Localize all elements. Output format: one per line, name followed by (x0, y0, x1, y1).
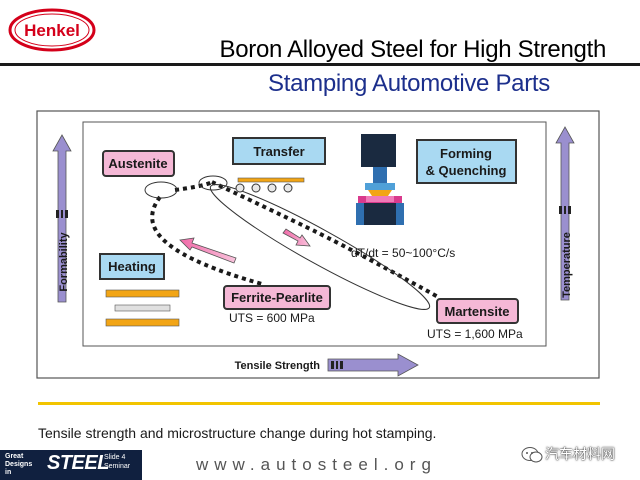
heating-box: Heating (99, 253, 165, 280)
badge-slide-number: Slide 4 (104, 454, 126, 461)
austenite-to-transfer-path (174, 180, 213, 192)
transfer-rollers-icon (235, 177, 305, 193)
footer-url: www.autosteel.org (196, 455, 437, 474)
cooling-direction-arrow (282, 228, 311, 247)
logo-text: Henkel (24, 21, 80, 40)
formability-label: Formability (58, 231, 70, 291)
heating-elements-icon (105, 289, 180, 327)
badge-steel-text: STEEL (47, 452, 109, 474)
badge-seminar-text: Seminar (104, 463, 131, 470)
formability-axis-arrow (52, 134, 72, 303)
slide-footer: Great Designs in STEEL Slide 4 Seminar w… (0, 450, 640, 480)
uts-martensite-label: UTS = 1,600 MPa (427, 327, 523, 341)
badge-designs-text: Designs (5, 461, 33, 468)
heating-direction-arrow (179, 237, 237, 264)
ferrite-pearlite-box: Ferrite-Pearlite (223, 285, 331, 310)
title-divider (0, 63, 640, 66)
badge-in-text: in (5, 469, 12, 476)
transfer-box: Transfer (232, 137, 326, 165)
tensile-strength-label: Tensile Strength (235, 360, 321, 372)
quench-zone (209, 184, 431, 310)
caption-divider (38, 402, 600, 405)
temperature-label: Temperature (561, 232, 573, 298)
transfer-label: Transfer (253, 144, 304, 159)
tensile-strength-axis-arrow (327, 353, 419, 377)
wechat-icon (521, 447, 543, 463)
great-designs-in-steel-badge: Great Designs in STEEL Slide 4 Seminar (0, 450, 142, 480)
watermark-text: 汽车材料网 (545, 446, 615, 462)
badge-slide-info: Slide 4 Seminar (104, 453, 130, 471)
uts-ferrite-label: UTS = 600 MPa (229, 311, 315, 325)
figure-caption: Tensile strength and microstructure chan… (38, 425, 437, 441)
transfer-zone (198, 175, 228, 191)
austenite-box: Austenite (102, 150, 175, 177)
martensite-box: Martensite (436, 298, 519, 324)
quenching-label: & Quenching (426, 163, 507, 178)
ferrite-pearlite-label: Ferrite-Pearlite (231, 290, 323, 305)
temperature-axis-arrow (555, 126, 575, 301)
henkel-logo: Henkel (8, 8, 96, 52)
slide-title: Boron Alloyed Steel for High Strength (219, 36, 607, 63)
badge-tagline: Great Designs in (5, 453, 32, 477)
badge-great-text: Great (5, 453, 24, 460)
forming-quenching-box: Forming & Quenching (416, 139, 517, 184)
austenite-zone (144, 181, 178, 199)
martensite-label: Martensite (444, 304, 509, 319)
slide-subtitle: Stamping Automotive Parts (268, 70, 550, 97)
heating-label: Heating (108, 259, 156, 274)
austenite-label: Austenite (108, 156, 167, 171)
cooling-rate-label: dT/dt = 50~100°C/s (351, 246, 455, 260)
forming-label: Forming (440, 146, 492, 161)
stamping-press-icon (356, 134, 404, 225)
